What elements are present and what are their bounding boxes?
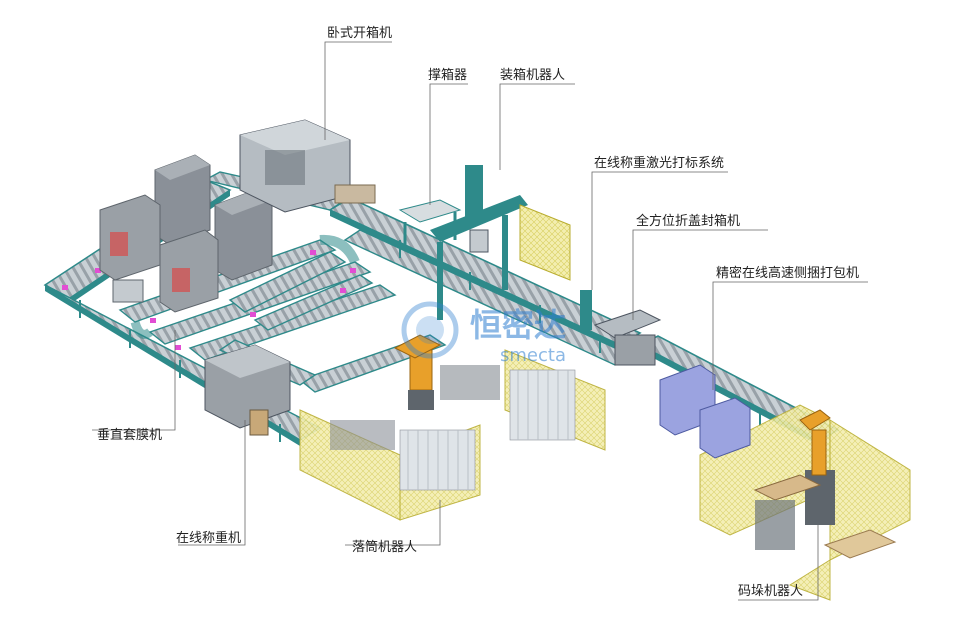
label-vertical-film-sleever: 垂直套膜机 bbox=[97, 428, 163, 443]
label-palletizing-robot: 码垛机器人 bbox=[738, 584, 804, 599]
label-side-strapping-machine: 精密在线高速侧捆打包机 bbox=[716, 266, 860, 281]
case-packing-gantry bbox=[398, 165, 528, 320]
label-online-weigh-laser-marking: 在线称重激光打标系统 bbox=[594, 156, 725, 171]
palletizing-cell bbox=[753, 409, 897, 559]
case-erector-machine bbox=[239, 119, 376, 213]
label-case-opener: 撑箱器 bbox=[428, 68, 468, 83]
label-omni-flap-case-sealer: 全方位折盖封箱机 bbox=[636, 214, 741, 229]
leader-lines bbox=[92, 41, 868, 601]
label-doffing-robot: 落筒机器人 bbox=[352, 540, 418, 555]
label-horizontal-case-erector: 卧式开箱机 bbox=[327, 26, 393, 41]
winder-machines bbox=[99, 154, 273, 313]
film-sleever-machine bbox=[204, 344, 291, 436]
doffing-area bbox=[330, 334, 576, 491]
watermark-cn: 恒密达 bbox=[470, 306, 567, 344]
watermark-en: smecta bbox=[500, 345, 566, 366]
label-online-checkweigher: 在线称重机 bbox=[176, 531, 242, 546]
packing-machines bbox=[580, 290, 751, 459]
label-case-packing-robot: 装箱机器人 bbox=[500, 68, 566, 83]
